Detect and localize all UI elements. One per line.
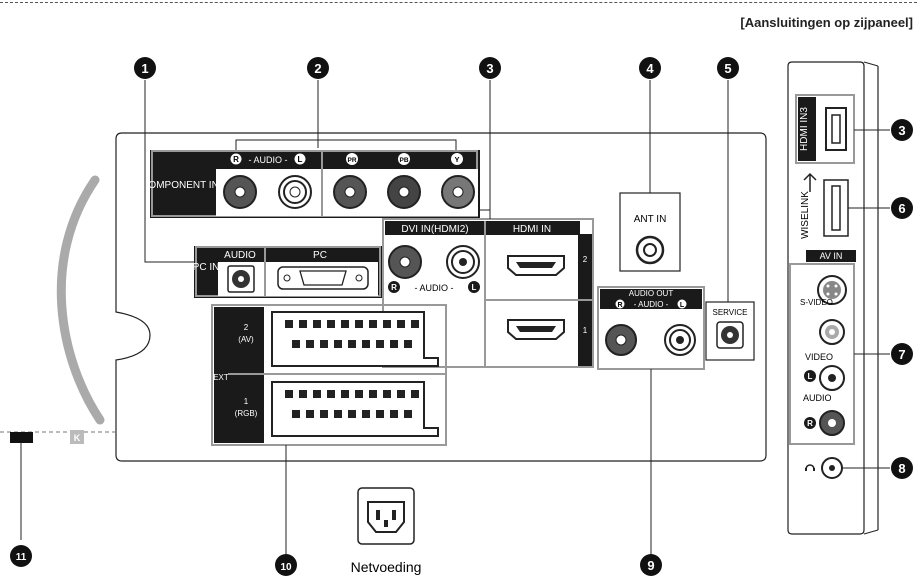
pb-badge-text: PB (399, 157, 408, 164)
marker-8: 8 (891, 457, 913, 479)
marker-10: 10 (275, 554, 297, 576)
audio-r-badge (230, 153, 242, 165)
audio-out-audio-label: - AUDIO - (634, 300, 669, 309)
scart-2-port (271, 311, 439, 367)
component-audio-label: - AUDIO - (248, 155, 287, 165)
scart-1-port (271, 381, 439, 437)
pc-label: PC (313, 250, 327, 261)
hdmi-2-port (507, 255, 565, 276)
side-audio-label: AUDIO (803, 393, 832, 403)
service-box (705, 301, 755, 361)
pr-badge (346, 153, 358, 165)
kensington-slot (10, 432, 33, 443)
marker-7: 7 (891, 343, 913, 365)
audio-out-header (600, 289, 702, 309)
svg-text:3: 3 (486, 61, 493, 76)
svg-text:10: 10 (280, 562, 292, 573)
pr-badge-text: PR (347, 157, 356, 164)
cable-curve (56, 175, 105, 425)
side-r-text: R (807, 419, 813, 428)
audio-l-badge-text: L (298, 155, 303, 164)
dvi-l-badge-text: L (472, 283, 477, 292)
component-in-label: COMPONENT IN (141, 180, 219, 191)
marker-4: 4 (639, 57, 661, 79)
leader-lines (20, 80, 890, 555)
pc-in-label: PC IN (193, 262, 220, 273)
service-label: SERVICE (713, 308, 748, 317)
video-label: VIDEO (805, 352, 833, 362)
ant-in-label: ANT IN (634, 214, 667, 225)
top-dashed-line (0, 2, 917, 3)
pb-badge (398, 153, 410, 165)
headphone-icon (805, 464, 815, 470)
svg-text:3: 3 (898, 123, 905, 138)
marker-5: 5 (717, 57, 739, 79)
ant-in-jack (635, 235, 665, 265)
svg-text:7: 7 (898, 347, 905, 362)
av-in-label: AV IN (820, 251, 843, 261)
dvi-hdmi-header (385, 221, 580, 235)
side-l-text: L (808, 372, 813, 381)
side-panel (787, 61, 865, 535)
y-badge-text: Y (454, 155, 459, 164)
power-socket (367, 501, 405, 533)
svg-text:8: 8 (898, 461, 905, 476)
ext2-sub: (AV) (238, 335, 254, 344)
marker-6: 6 (891, 197, 913, 219)
usb-icon (803, 172, 817, 192)
dvi-audio-label: - AUDIO - (414, 283, 453, 293)
hdmi-1-num: 1 (583, 326, 588, 335)
svg-text:6: 6 (898, 201, 905, 216)
svg-text:9: 9 (647, 558, 654, 573)
ext1-num: 1 (244, 397, 249, 406)
marker-11: 11 (10, 545, 32, 567)
hdmi-in3-label: HDMI IN3 (799, 107, 810, 151)
svg-text:2: 2 (314, 61, 321, 76)
kensington-lock-icon (70, 430, 84, 444)
wiselink-label: WISELINK (800, 191, 811, 239)
dvi-hdmi-frame (382, 218, 594, 368)
ext1-sub: (RGB) (235, 409, 258, 418)
component-jacks (223, 175, 475, 209)
marker-3: 3 (479, 57, 501, 79)
marker-1: 1 (134, 57, 156, 79)
audio-l-badge (294, 153, 306, 165)
hdmi-1-port (507, 319, 565, 340)
pc-audio-label: AUDIO (224, 250, 256, 261)
audio-out-label: AUDIO OUT (629, 289, 674, 298)
ext-label: EXT (213, 373, 229, 382)
figure-caption: [Aansluitingen op zijpaneel] (740, 15, 913, 30)
y-badge (451, 153, 463, 165)
hdmi3-frame (795, 94, 855, 164)
dvi-r-badge-text: R (391, 283, 397, 292)
svg-text:5: 5 (724, 61, 731, 76)
svg-text:1: 1 (141, 61, 148, 76)
lock-k-text: K (74, 433, 81, 443)
audio-out-l-text: L (680, 302, 685, 309)
audio-out-r-text: R (617, 302, 622, 309)
s-video-label: S-VIDEO (800, 298, 833, 307)
svg-text:4: 4 (646, 61, 654, 76)
marker-9: 9 (640, 554, 662, 576)
marker-2: 2 (307, 57, 329, 79)
netvoeding-label: Netvoeding (351, 559, 422, 575)
hdmi-in-label: HDMI IN (513, 224, 551, 235)
hdmi-2-num: 2 (583, 255, 588, 264)
ext2-num: 2 (244, 323, 249, 332)
dvi-in-label: DVI IN(HDMI2) (401, 224, 468, 235)
svg-text:11: 11 (16, 552, 27, 563)
marker-3-side: 3 (891, 119, 913, 141)
audio-r-badge-text: R (233, 155, 239, 164)
